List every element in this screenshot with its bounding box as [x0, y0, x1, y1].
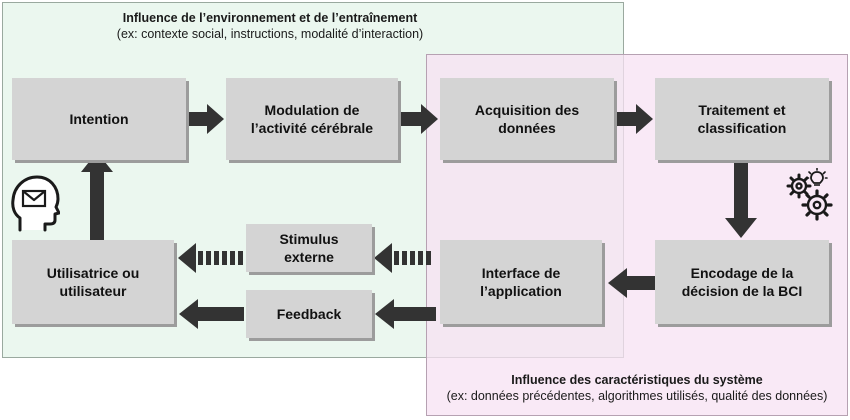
arrow-traitement-to-encodage: [725, 160, 757, 238]
gears-with-lightbulb-icon: [786, 168, 833, 221]
arrow-intention-to-modulation: [180, 104, 224, 134]
system-influence-caption: Influence des caractéristiques du systèm…: [428, 372, 846, 404]
box-stimulus: Stimulus externe: [246, 224, 372, 272]
box-traitement: Traitement et classification: [655, 78, 829, 160]
arrow-feedback-to-utilisateur: [179, 299, 244, 329]
system-influence-title: Influence des caractéristiques du systèm…: [511, 373, 763, 387]
system-influence-subtitle: (ex: données précédentes, algorithmes ut…: [446, 389, 828, 403]
box-utilisateur: Utilisatrice ou utilisateur: [12, 240, 174, 324]
box-acquisition: Acquisition des données: [440, 78, 614, 160]
box-modulation: Modulation de l’activité cérébrale: [226, 78, 398, 160]
environment-influence-title: Influence de l’environnement et de l’ent…: [122, 11, 418, 25]
box-feedback: Feedback: [246, 290, 372, 338]
box-intention: Intention: [12, 78, 186, 160]
head-with-mail-icon: [11, 175, 60, 232]
environment-influence-caption: Influence de l’environnement et de l’ent…: [60, 10, 480, 42]
arrow-interface-to-stimulus: [374, 243, 431, 273]
arrow-utilisateur-to-intention: [81, 152, 113, 240]
arrow-stimulus-to-utilisateur: [178, 243, 243, 273]
box-encodage: Encodage de la décision de la BCI: [655, 240, 829, 324]
arrow-acquisition-to-traitement: [610, 104, 653, 134]
arrow-modulation-to-acquisition: [394, 104, 438, 134]
arrow-encodage-to-interface: [608, 268, 655, 298]
environment-influence-subtitle: (ex: contexte social, instructions, moda…: [116, 27, 424, 41]
box-interface: Interface de l’application: [440, 240, 602, 324]
arrow-interface-to-feedback: [375, 299, 436, 329]
